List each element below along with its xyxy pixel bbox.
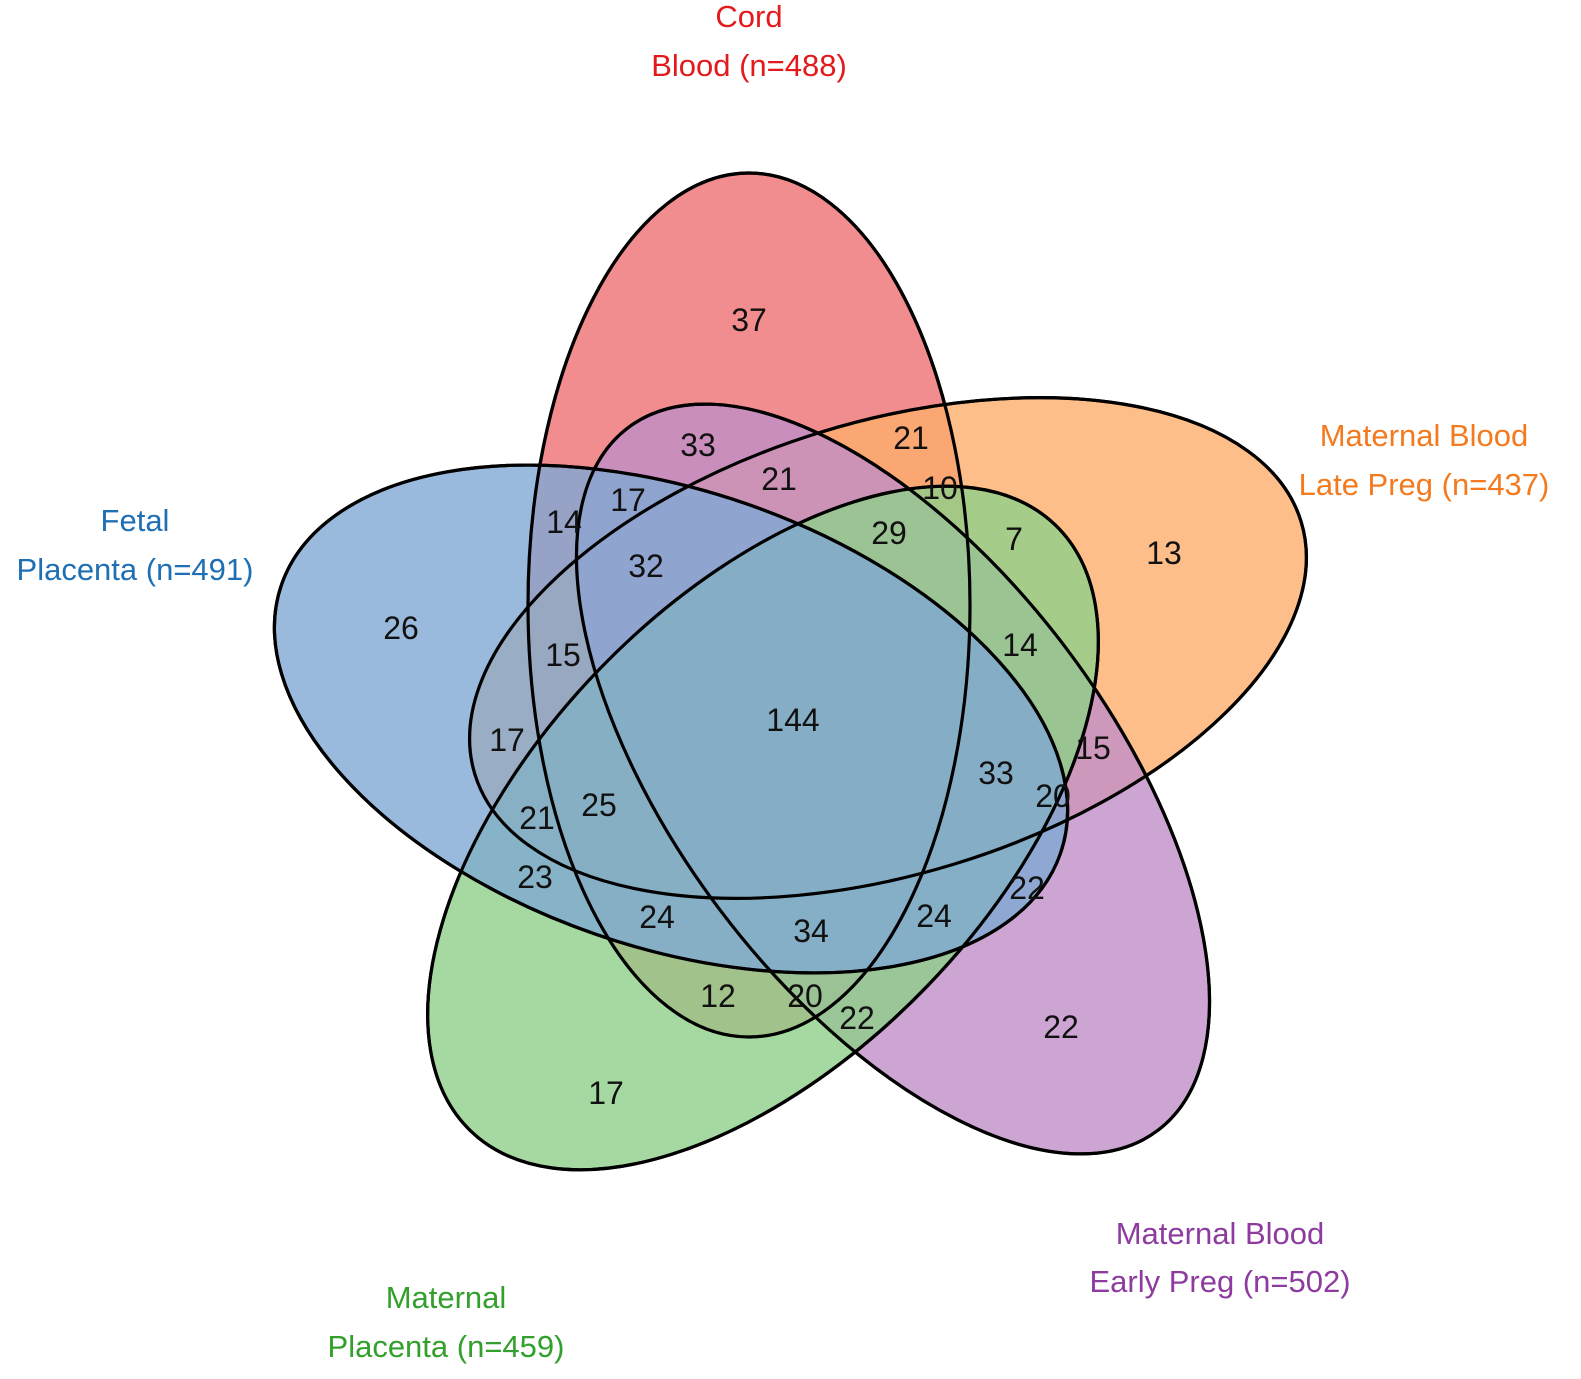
set-outlines <box>272 171 1308 1172</box>
maternal-blood-early-preg-label-line2: Early Preg (n=502) <box>1089 1264 1350 1299</box>
count-fetal-placenta-only: 26 <box>383 610 419 646</box>
count-region: 21 <box>761 461 797 497</box>
count-region: 7 <box>1005 521 1023 557</box>
count-cord-only: 37 <box>731 302 767 338</box>
region-counts: 37 13 22 17 26 33 21 10 7 21 29 14 15 20… <box>383 302 1182 1111</box>
count-late-only: 13 <box>1146 535 1182 571</box>
count-region: 17 <box>489 722 525 758</box>
maternal-blood-late-preg-outline <box>468 396 1308 900</box>
count-region: 20 <box>787 978 823 1014</box>
fetal-placenta-outline <box>272 463 1070 975</box>
count-early-only: 22 <box>1043 1009 1079 1045</box>
maternal-placenta-label-line2: Placenta (n=459) <box>328 1329 565 1364</box>
count-region: 25 <box>581 787 617 823</box>
count-region: 12 <box>700 978 736 1014</box>
count-region: 24 <box>639 899 675 935</box>
count-region: 29 <box>871 515 907 551</box>
count-region: 17 <box>610 482 646 518</box>
count-region: 15 <box>1075 730 1111 766</box>
maternal-blood-early-preg-outline <box>574 402 1212 1156</box>
count-region: 14 <box>1002 627 1038 663</box>
count-maternal-placenta-only: 17 <box>588 1075 624 1111</box>
count-all-five: 144 <box>766 702 819 738</box>
count-region: 21 <box>893 420 929 456</box>
count-region: 32 <box>628 548 664 584</box>
maternal-blood-late-preg-label-line2: Late Preg (n=437) <box>1299 467 1550 502</box>
maternal-blood-early-preg-label-line1: Maternal Blood <box>1116 1216 1325 1251</box>
count-region: 20 <box>1035 778 1071 814</box>
fetal-placenta-label-line1: Fetal <box>101 503 170 538</box>
count-region: 10 <box>922 470 958 506</box>
count-region: 24 <box>916 898 952 934</box>
count-region: 34 <box>793 913 829 949</box>
cord-blood-label-line1: Cord <box>715 0 782 34</box>
count-region: 23 <box>517 859 553 895</box>
cord-blood-label-line2: Blood (n=488) <box>651 48 847 83</box>
count-region: 22 <box>1009 870 1045 906</box>
count-region: 14 <box>546 504 582 540</box>
set-labels: Cord Blood (n=488) Maternal Blood Late P… <box>17 0 1550 1364</box>
count-region: 33 <box>680 427 716 463</box>
count-region: 33 <box>978 755 1014 791</box>
maternal-placenta-label-line1: Maternal <box>386 1280 507 1315</box>
count-region: 15 <box>545 637 581 673</box>
maternal-placenta-outline <box>426 484 1100 1172</box>
count-region: 21 <box>519 800 555 836</box>
count-region: 22 <box>839 1000 875 1036</box>
maternal-blood-late-preg-label-line1: Maternal Blood <box>1320 418 1529 453</box>
fetal-placenta-label-line2: Placenta (n=491) <box>17 552 254 587</box>
